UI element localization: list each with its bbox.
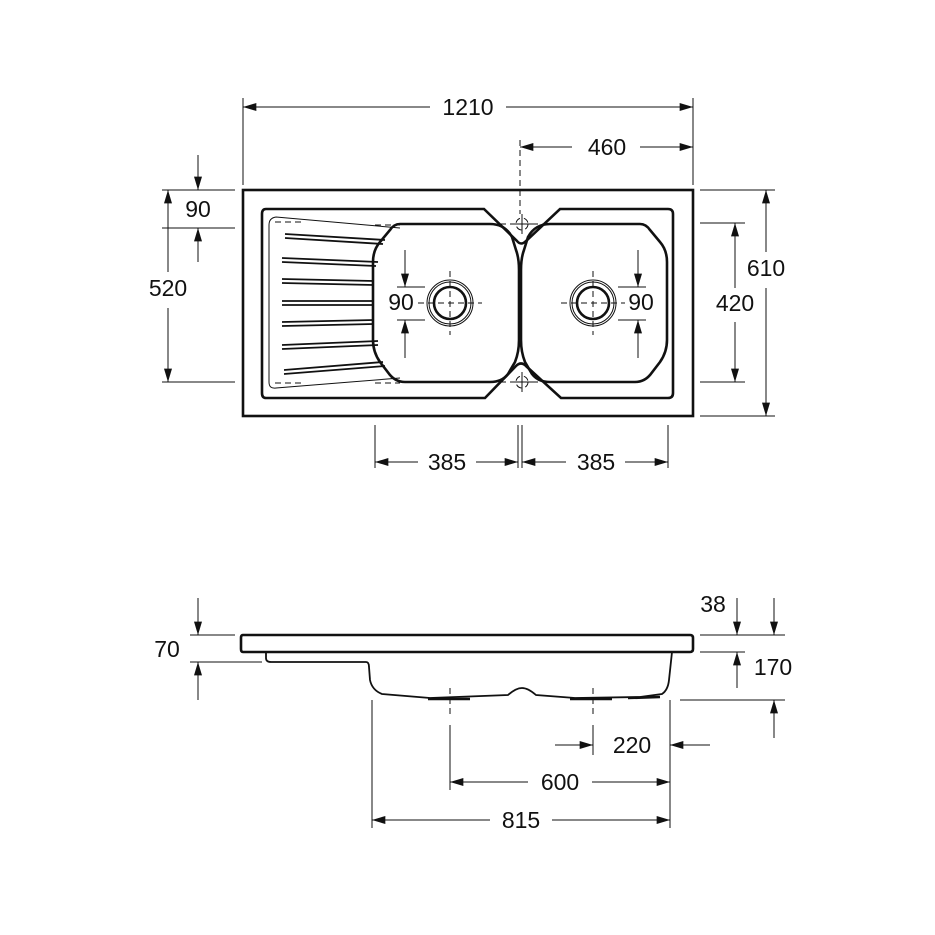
top-view xyxy=(241,140,695,418)
dim-bowl-offset: 460 xyxy=(588,134,626,160)
dim-rim-to-drainboard: 90 xyxy=(185,196,211,222)
rim-slab xyxy=(239,633,695,654)
tap-hole-top xyxy=(490,214,550,234)
right-bowl xyxy=(519,222,669,384)
dim-drain-right: 90 xyxy=(628,289,654,315)
dim-bowls-width: 815 xyxy=(502,807,540,833)
sink-outline xyxy=(241,188,695,418)
top-dimensions: 1210 460 90 520 610 420 90 90 xyxy=(149,94,785,475)
side-dimensions: 70 38 170 220 600 815 xyxy=(154,591,792,833)
drainboard-dash-lines xyxy=(275,221,400,384)
dim-bowl-height: 170 xyxy=(754,654,792,680)
dim-drain-to-edge: 220 xyxy=(613,732,651,758)
dim-right-bowl-width: 385 xyxy=(577,449,615,475)
right-drain xyxy=(561,271,625,335)
dim-left-bowl-width: 385 xyxy=(428,449,466,475)
left-drain xyxy=(418,271,482,335)
dim-rim-thickness: 38 xyxy=(700,591,726,617)
dim-overall-depth: 610 xyxy=(747,255,785,281)
dim-inner-depth: 520 xyxy=(149,275,187,301)
dim-drainboard-depth: 70 xyxy=(154,636,180,662)
dim-overall-width: 1210 xyxy=(442,94,493,120)
dim-drain-left: 90 xyxy=(388,289,414,315)
drainboard xyxy=(268,216,401,389)
dim-bowl-depth: 420 xyxy=(716,290,754,316)
dim-drain-spacing: 600 xyxy=(541,769,579,795)
sink-body xyxy=(265,651,673,699)
tap-hole-bottom xyxy=(490,372,550,392)
drainboard-grooves xyxy=(281,233,386,375)
side-view xyxy=(239,633,695,715)
